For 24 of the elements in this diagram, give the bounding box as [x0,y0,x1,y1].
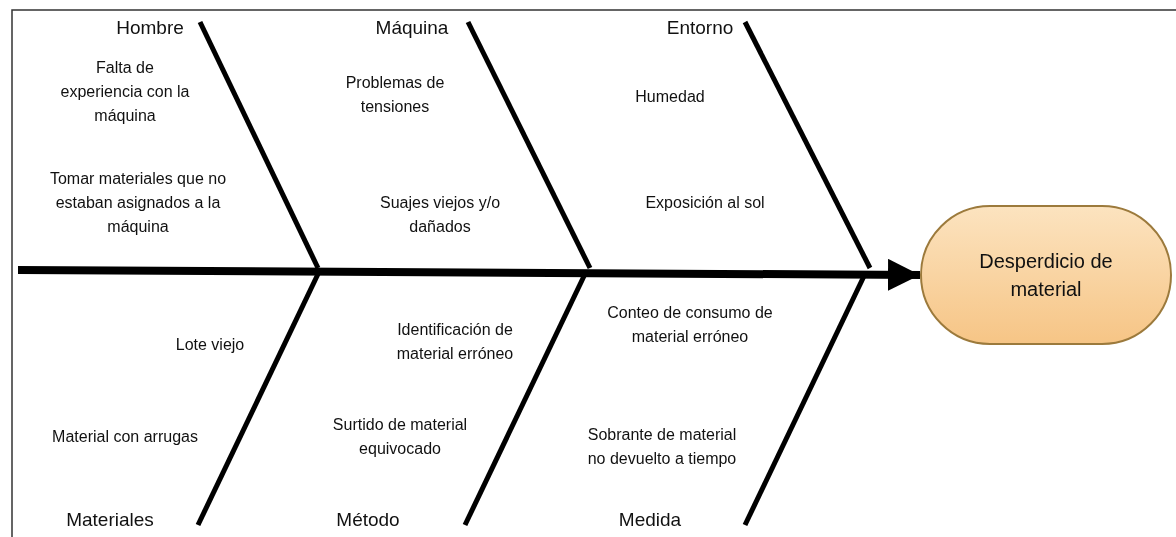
cause-text: Problemas de tensiones [344,73,446,117]
bone-line [195,272,321,527]
cause-text: Tomar materiales que no estaban asignados a la máquina [48,169,228,237]
category-label: Medida [618,509,682,531]
category-label: Materiales [66,509,154,531]
cause-text: Exposición al sol [644,193,766,213]
category-label: Máquina [375,17,449,39]
cause-text: Surtido de material equivocado [331,415,469,459]
category-label: Método [336,509,400,531]
category-label: Entorno [666,17,734,39]
bone-line [742,20,873,270]
bone-line [465,20,593,270]
cause-text: Humedad [634,87,706,107]
effect-box: Desperdicio de material [920,205,1172,345]
bone-line [197,20,321,270]
cause-text: Material con arrugas [51,427,199,447]
cause-text: Falta de experiencia con la máquina [59,58,191,126]
cause-text: Identificación de material erróneo [395,320,515,364]
spine-arrow [17,258,921,291]
cause-text: Suajes viejos y/o dañados [378,193,502,237]
cause-text: Sobrante de material no devuelto a tiempo [586,425,738,469]
category-label: Hombre [116,17,184,39]
cause-text: Conteo de consumo de material erróneo [606,303,774,347]
cause-text: Lote viejo [174,335,246,355]
